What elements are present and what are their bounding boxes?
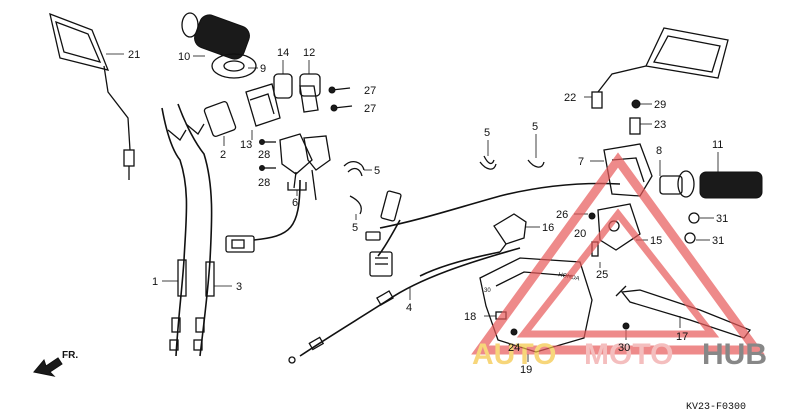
main-harness	[379, 182, 621, 229]
clamp-block	[203, 100, 237, 138]
left-switch-wire	[253, 179, 301, 241]
screw-29	[631, 99, 641, 109]
harness-branch	[377, 219, 401, 257]
clutch-cable	[288, 247, 521, 364]
callout-28a: 28	[258, 149, 270, 161]
callout-5a: 5	[374, 165, 380, 177]
watermark-text-auto: AUTO	[472, 338, 556, 371]
callout-4: 4	[406, 302, 412, 314]
callout-13: 13	[240, 139, 252, 151]
callout-6: 6	[292, 197, 298, 209]
nut-30	[622, 322, 630, 330]
right-mirror	[591, 27, 729, 109]
watermark-text-hub: HUB	[702, 338, 767, 371]
callout-7: 7	[578, 156, 584, 168]
callout-25: 25	[596, 269, 608, 281]
screw-23	[629, 117, 641, 135]
callout-29: 29	[654, 99, 666, 111]
callout-31a: 31	[716, 213, 728, 225]
callout-30: 30	[618, 342, 630, 354]
cable-clip-left-2	[349, 195, 362, 215]
callout-15: 15	[650, 235, 662, 247]
switch-housing-upper	[245, 73, 321, 127]
drawing-code: KV23-F0300	[686, 402, 746, 413]
callout-22: 22	[564, 92, 576, 104]
callout-14: 14	[277, 47, 289, 59]
callout-21: 21	[128, 49, 140, 61]
left-mirror	[49, 12, 135, 180]
watermark-logo: AUTO MOTO HUB	[471, 152, 767, 371]
brake-switch	[419, 213, 527, 277]
callout-5d: 5	[532, 121, 538, 133]
washer-31-upper	[688, 212, 700, 224]
callout-labels: 21 10 9 14 12 27 27 13 2 28 28 6 5 5 1 3…	[128, 47, 728, 376]
cover-code-text: 30	[484, 288, 491, 294]
cable-clip-right-1	[479, 155, 497, 170]
callout-23: 23	[654, 119, 666, 131]
connector-block-lower	[369, 251, 393, 277]
callout-11: 11	[712, 139, 723, 151]
callout-5c: 5	[484, 127, 490, 139]
left-grip	[181, 12, 257, 79]
callout-1: 1	[152, 276, 158, 288]
callout-27b: 27	[364, 103, 376, 115]
screws-27	[328, 86, 353, 112]
connector-small	[365, 231, 381, 241]
throttle-grip	[659, 170, 763, 199]
front-direction-arrow	[33, 357, 63, 377]
left-switch	[259, 133, 331, 201]
connector-block-upper	[380, 190, 402, 222]
watermark-text-moto: MOTO	[584, 338, 673, 371]
cable-clip-right-2	[527, 159, 545, 168]
callout-8: 8	[656, 145, 662, 157]
washer-31-lower	[684, 232, 696, 244]
nut-24	[510, 328, 518, 336]
callout-19: 19	[520, 364, 532, 376]
callout-2: 2	[220, 149, 226, 161]
callout-10: 10	[178, 51, 190, 63]
cable-1	[161, 107, 188, 357]
callout-3: 3	[236, 281, 242, 293]
cable-3	[177, 103, 215, 357]
callout-12: 12	[303, 47, 315, 59]
callout-27a: 27	[364, 85, 376, 97]
callout-31b: 31	[712, 235, 724, 247]
front-direction-label: FR.	[62, 350, 78, 361]
cable-clip-left-1	[343, 160, 365, 177]
callout-5b: 5	[352, 222, 358, 234]
callout-26: 26	[556, 209, 568, 221]
callout-9: 9	[260, 63, 266, 75]
callout-16: 16	[542, 222, 554, 234]
callout-17: 17	[676, 331, 688, 343]
left-switch-connector	[225, 235, 255, 253]
callout-18: 18	[464, 311, 476, 323]
callout-24: 24	[508, 342, 520, 354]
callout-20: 20	[574, 228, 586, 240]
callout-28b: 28	[258, 177, 270, 189]
